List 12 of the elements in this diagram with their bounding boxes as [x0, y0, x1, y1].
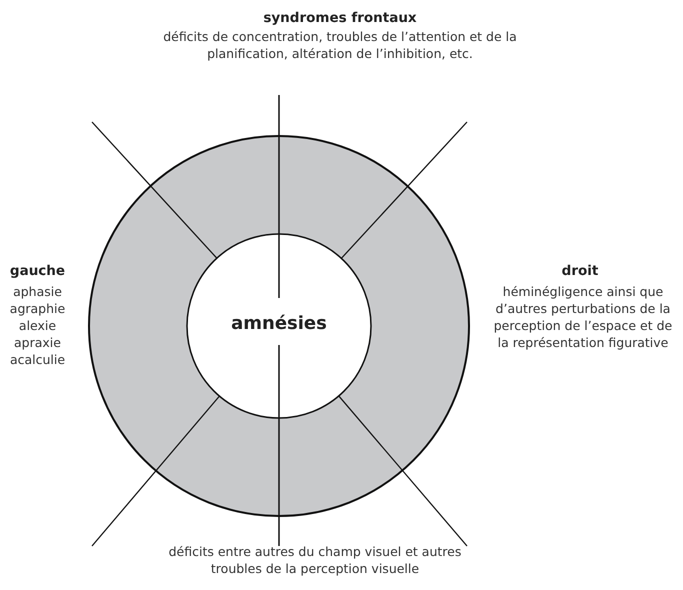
list-item: alexie [18, 317, 58, 334]
list-item: agraphie [8, 300, 66, 317]
heading: gauche [8, 263, 66, 280]
description: déficits de concentration, troubles de l’attention et de la planification, altération de l’inhibition, etc. [162, 28, 518, 62]
heading: syndromes frontaux [262, 10, 418, 27]
list-item: acalculie [8, 351, 66, 368]
list-item: aphasie [12, 283, 63, 300]
description: déficits entre autres du champ visuel et autres troubles de la perception visuelle [168, 543, 462, 577]
center-label: amnésies [231, 312, 327, 334]
list-item: apraxie [13, 334, 62, 351]
description: héminégligence ainsi que d’autres perturbations de la perception de l’espace et de la représentation figurative [492, 283, 674, 351]
heading: droit [560, 263, 600, 280]
